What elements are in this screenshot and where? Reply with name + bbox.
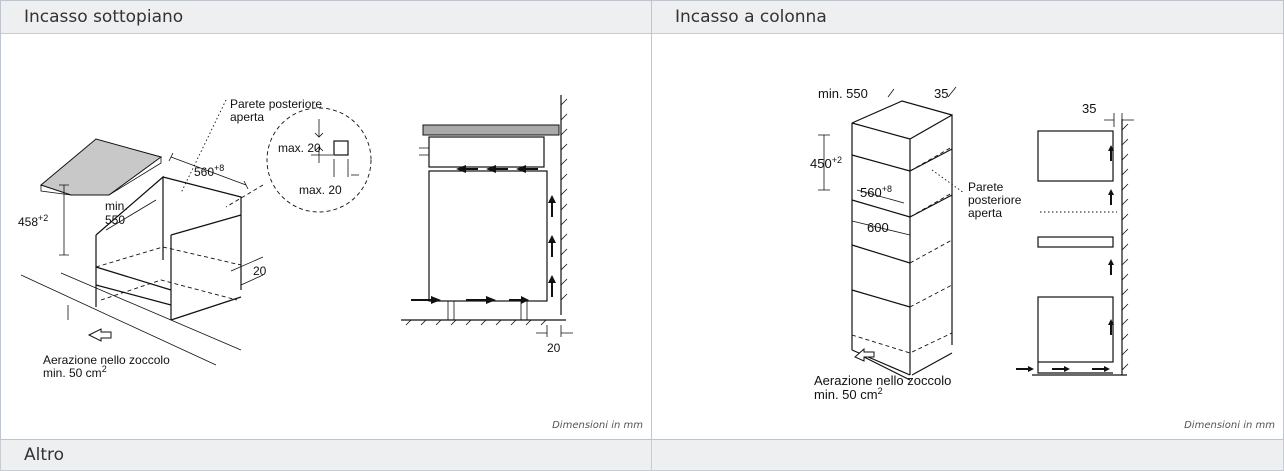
gap20-side-label: 20	[253, 264, 267, 278]
vent-arrow-left	[87, 328, 112, 342]
units-note-right: Dimensioni in mm	[1184, 420, 1275, 431]
min-label-1: min.	[105, 199, 128, 213]
rear-wall-label-1: Parete posteriore	[230, 97, 322, 111]
tall-min550-dim	[887, 86, 957, 98]
side-floor-hatch	[405, 319, 547, 326]
gap-dimension	[230, 256, 264, 286]
side-cabinet	[428, 170, 548, 302]
vent-label-2: min. 50 cm2	[43, 364, 107, 380]
rear-label-2: posteriore	[968, 193, 1022, 207]
empty-section-title	[651, 440, 1284, 471]
column-side-hatch	[1121, 123, 1129, 371]
rear-label-3: aperta	[968, 206, 1002, 220]
other-section-title: Altro	[0, 440, 652, 471]
rear-wall-leader	[180, 99, 227, 194]
tall-depth-dim	[851, 220, 911, 236]
max20-top-label: max. 20	[278, 141, 321, 155]
min-label-2: 550	[105, 213, 125, 227]
dim35-left-label: 35	[934, 86, 948, 101]
min550-label: min. 550	[818, 86, 868, 101]
width-label: 560+8	[194, 163, 224, 179]
rear-wall-label-2: aperta	[230, 110, 264, 124]
tall-width-label: 560+8	[860, 184, 892, 200]
column-title: Incasso a colonna	[652, 1, 1283, 34]
undercounter-diagram: Parete posteriore aperta max. 20 max. 20…	[18, 95, 573, 380]
detail-square	[333, 140, 349, 156]
side-gap-dim	[536, 325, 573, 337]
cabinet-outline	[95, 175, 242, 321]
side-handle	[419, 147, 429, 156]
side-worktop	[422, 124, 560, 136]
undercounter-installation-panel: Incasso sottopiano	[0, 0, 652, 440]
rear-label-1: Parete	[968, 180, 1004, 194]
airflow-arrows	[411, 165, 556, 304]
column-35-dim	[1104, 113, 1134, 127]
min-dimension	[105, 199, 157, 231]
column-top-unit	[1037, 130, 1114, 182]
gap20-right-label: 20	[547, 341, 561, 355]
tall-cabinet-shelves	[851, 148, 953, 308]
height-label: 458+2	[18, 213, 48, 229]
column-diagram: min. 550 35 35 450+2 560+8 600 Parete po…	[810, 86, 1134, 402]
tall-vent-label-2: min. 50 cm2	[814, 386, 883, 402]
height-dimension	[59, 184, 69, 256]
column-installation-panel: Incasso a colonna min. 550	[651, 0, 1284, 440]
detail-leader	[225, 184, 264, 208]
tall-vent-label-1: Aerazione nello zoccolo	[814, 373, 951, 388]
tall-height-dim	[818, 134, 830, 191]
tall-vent-arrow	[854, 347, 875, 362]
tall-depth-label: 600	[867, 220, 889, 235]
plinth-lines	[20, 272, 242, 366]
width-dimension	[168, 152, 249, 190]
column-base	[1032, 362, 1127, 376]
dim35-right-label: 35	[1082, 101, 1096, 116]
column-mid-shelf	[1037, 236, 1114, 248]
column-bottom-unit	[1037, 296, 1114, 363]
column-airflow-arrows	[1016, 145, 1114, 372]
max20-bottom-label: max. 20	[299, 183, 342, 197]
detail-dim-lines	[311, 119, 359, 177]
tall-cabinet-outline	[851, 100, 953, 381]
tall-width-dim	[856, 189, 905, 204]
vent-label-1: Aerazione nello zoccolo	[43, 353, 170, 367]
side-feet	[447, 301, 528, 320]
tall-height-label: 450+2	[810, 155, 842, 171]
units-note-left: Dimensioni in mm	[552, 420, 643, 431]
detail-circle	[266, 107, 372, 213]
side-oven-top	[428, 136, 545, 168]
undercounter-title: Incasso sottopiano	[1, 1, 651, 34]
worktop-slab	[39, 138, 163, 196]
side-wall-hatch	[560, 98, 568, 301]
rear-leader	[931, 169, 1117, 213]
worktop-edge	[40, 157, 162, 196]
cabinet-inner	[95, 177, 242, 301]
tall-cabinet-hidden	[851, 146, 953, 354]
